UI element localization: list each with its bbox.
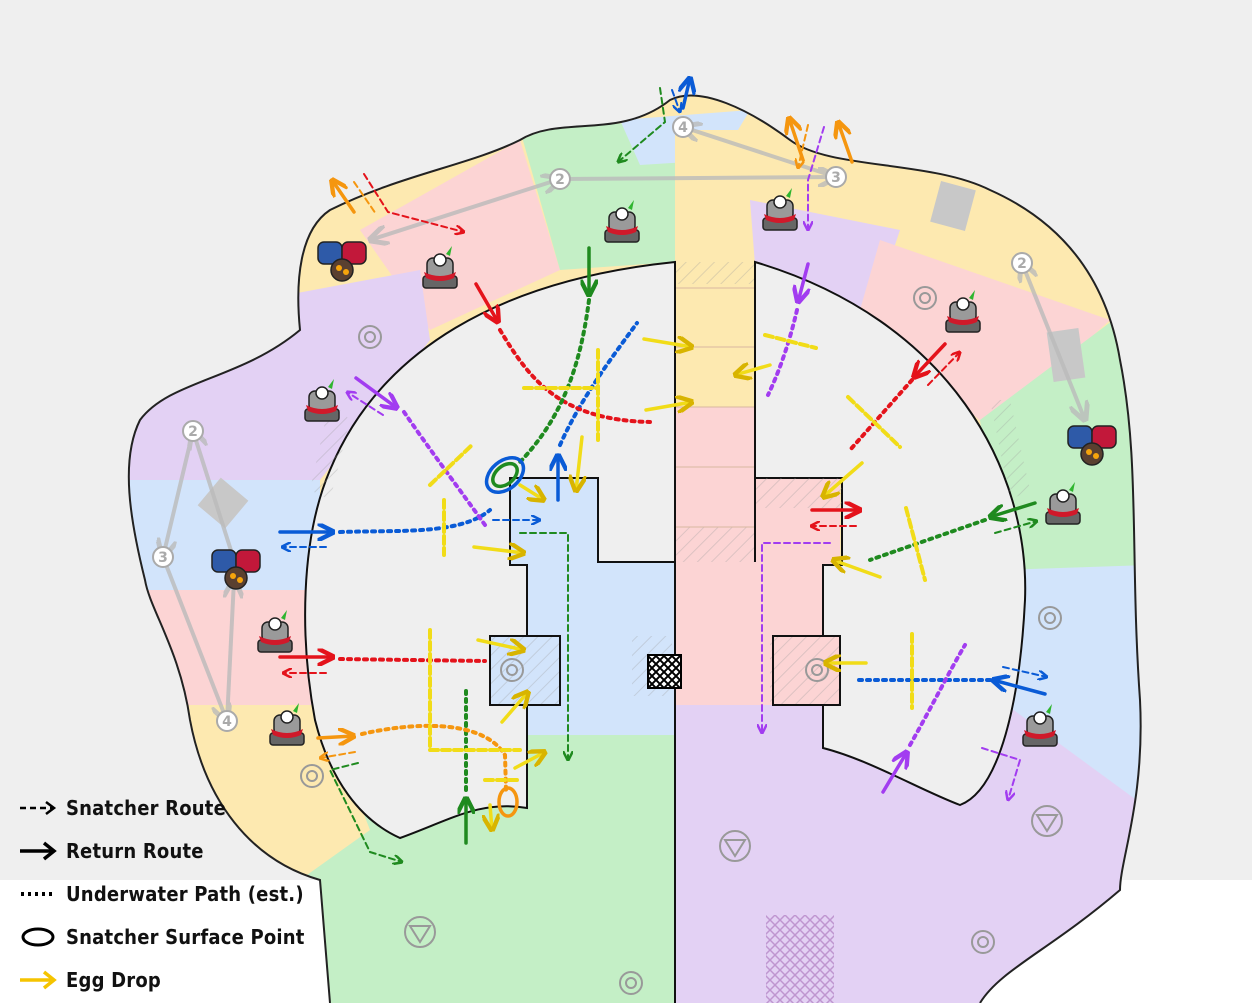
basket-icon xyxy=(211,549,261,590)
ellipse-icon xyxy=(21,927,55,946)
snatcher-icon xyxy=(304,379,340,422)
snatcher-icon xyxy=(422,246,458,289)
routes xyxy=(278,78,1047,862)
snatcher-icon xyxy=(1045,482,1081,525)
legend-underwater-path: Underwater Path (est.) xyxy=(18,872,318,915)
drop-zone-icon xyxy=(766,915,834,1003)
snatcher-icon xyxy=(762,188,798,231)
legend-egg-drop: Egg Drop xyxy=(18,958,318,1001)
dashed-arrow-icon xyxy=(20,800,57,815)
svg-text:4: 4 xyxy=(222,714,232,730)
inner-water-right xyxy=(754,260,1027,807)
svg-text:2: 2 xyxy=(188,424,198,440)
waypoint-right-a: 2 xyxy=(1011,252,1033,274)
snatcher-icon xyxy=(257,610,293,653)
salmonid-snatcher-icon xyxy=(257,188,1081,747)
legend-surface-point: Snatcher Surface Point xyxy=(18,915,318,958)
snatcher-icon xyxy=(604,200,640,243)
snatcher-icon xyxy=(1022,704,1058,747)
svg-text:4: 4 xyxy=(678,120,688,136)
waypoint-left-a: 2 xyxy=(182,420,204,442)
snatcher-icon xyxy=(945,290,981,333)
svg-text:3: 3 xyxy=(831,170,841,186)
solid-arrow-icon xyxy=(20,841,57,860)
yellow-arrow-icon xyxy=(20,970,57,989)
dotted-line-icon xyxy=(21,891,55,896)
waypoint-top-c: 4 xyxy=(672,116,694,138)
svg-text:2: 2 xyxy=(555,172,565,188)
legend: Snatcher Route Return Route Underwater P… xyxy=(18,786,318,1001)
waypoint-left-b: 3 xyxy=(152,546,174,568)
svg-text:2: 2 xyxy=(1017,256,1027,272)
waypoint-top-a: 2 xyxy=(549,168,571,190)
waypoint-left-c: 4 xyxy=(216,710,238,732)
egg-basket-icon xyxy=(211,241,1117,590)
snatcher-icon xyxy=(269,703,305,746)
spawn-target-icon xyxy=(300,286,1063,995)
island-outline xyxy=(127,94,1142,1003)
basket-icon xyxy=(1067,425,1117,466)
legend-return-route: Return Route xyxy=(18,829,318,872)
waypoint-top-b: 3 xyxy=(825,166,847,188)
grate-icon xyxy=(647,654,682,689)
svg-text:3: 3 xyxy=(158,550,168,566)
legend-snatcher-route: Snatcher Route xyxy=(18,786,318,829)
basket-icon xyxy=(317,241,367,282)
